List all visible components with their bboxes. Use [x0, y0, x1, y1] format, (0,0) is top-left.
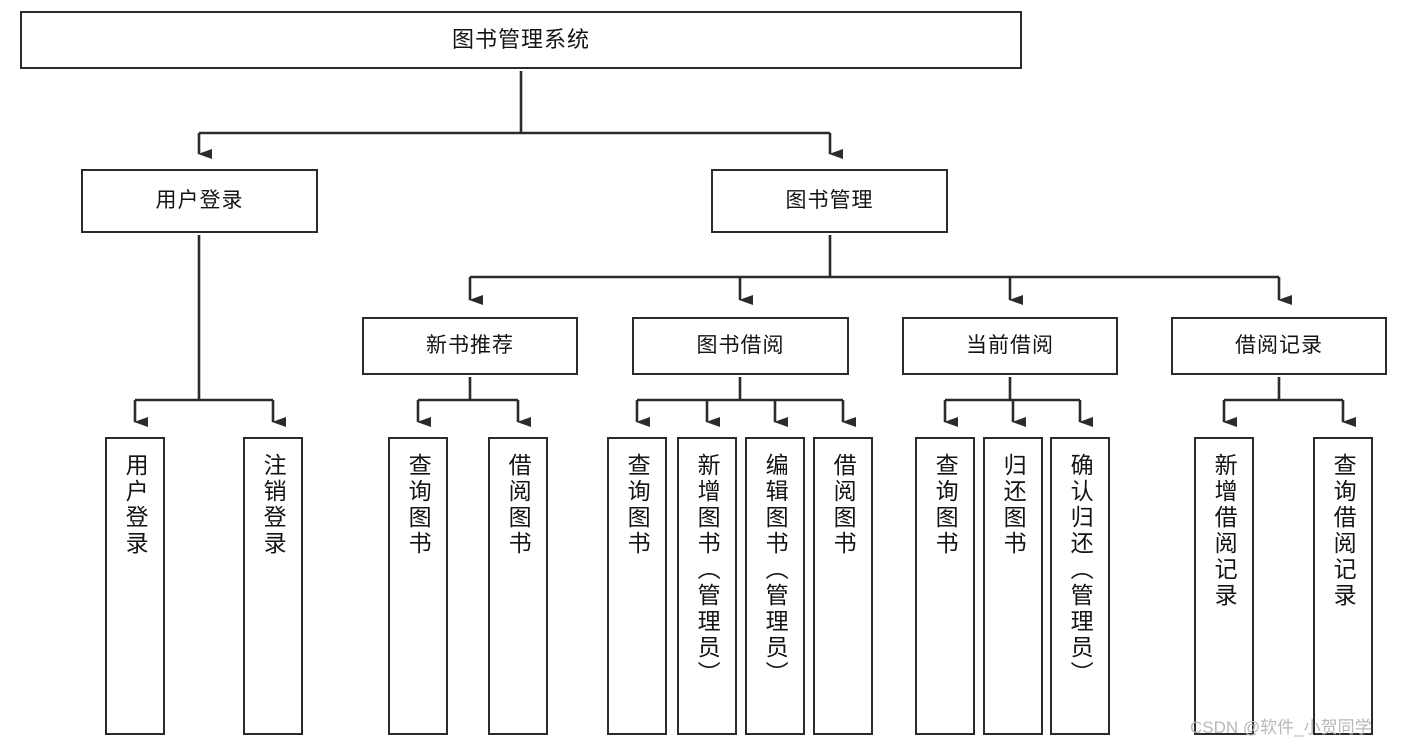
node-leaf-query-record-label: 查询借阅记录: [1330, 453, 1357, 609]
node-root-system-label: 图书管理系统: [451, 27, 590, 53]
node-book-borrow-label: 图书借阅: [696, 333, 785, 357]
node-leaf-user-login[interactable]: 用户登录: [105, 437, 165, 735]
node-leaf-user-login-label: 用户登录: [122, 453, 149, 557]
node-leaf-add-book-label: 新增图书（管理员）: [694, 453, 721, 687]
node-book-manage[interactable]: 图书管理: [711, 169, 948, 233]
node-current-borrow[interactable]: 当前借阅: [902, 317, 1118, 375]
node-leaf-query-book-1[interactable]: 查询图书: [388, 437, 448, 735]
node-leaf-borrow-book-1-label: 借阅图书: [505, 453, 532, 557]
node-leaf-query-book-3-label: 查询图书: [932, 453, 959, 557]
node-leaf-borrow-book-1[interactable]: 借阅图书: [488, 437, 548, 735]
node-borrow-record-label: 借阅记录: [1235, 333, 1323, 357]
node-leaf-add-book[interactable]: 新增图书（管理员）: [677, 437, 737, 735]
node-borrow-record[interactable]: 借阅记录: [1171, 317, 1387, 375]
node-leaf-logout[interactable]: 注销登录: [243, 437, 303, 735]
node-leaf-logout-label: 注销登录: [260, 453, 287, 557]
node-root-system[interactable]: 图书管理系统: [20, 11, 1022, 69]
node-current-borrow-label: 当前借阅: [966, 333, 1054, 357]
node-user-login[interactable]: 用户登录: [81, 169, 318, 233]
node-leaf-query-book-2-label: 查询图书: [624, 453, 651, 557]
node-leaf-return-book[interactable]: 归还图书: [983, 437, 1043, 735]
node-leaf-borrow-book-2-label: 借阅图书: [830, 453, 857, 557]
node-leaf-add-record[interactable]: 新增借阅记录: [1194, 437, 1254, 735]
node-leaf-query-book-3[interactable]: 查询图书: [915, 437, 975, 735]
node-leaf-query-book-2[interactable]: 查询图书: [607, 437, 667, 735]
csdn-watermark: CSDN @软件_小贺同学: [1190, 718, 1372, 737]
node-leaf-query-book-1-label: 查询图书: [405, 453, 432, 557]
node-leaf-return-book-label: 归还图书: [1000, 453, 1027, 557]
node-new-book-recommend[interactable]: 新书推荐: [362, 317, 578, 375]
node-leaf-edit-book-label: 编辑图书（管理员）: [762, 453, 789, 687]
node-leaf-add-record-label: 新增借阅记录: [1211, 453, 1238, 609]
node-leaf-confirm-return[interactable]: 确认归还（管理员）: [1050, 437, 1110, 735]
node-leaf-confirm-return-label: 确认归还（管理员）: [1067, 453, 1094, 687]
node-book-manage-label: 图书管理: [785, 188, 874, 212]
node-leaf-query-record[interactable]: 查询借阅记录: [1313, 437, 1373, 735]
node-book-borrow[interactable]: 图书借阅: [632, 317, 849, 375]
node-new-book-recommend-label: 新书推荐: [426, 333, 514, 357]
node-leaf-edit-book[interactable]: 编辑图书（管理员）: [745, 437, 805, 735]
node-user-login-label: 用户登录: [155, 188, 244, 212]
node-leaf-borrow-book-2[interactable]: 借阅图书: [813, 437, 873, 735]
